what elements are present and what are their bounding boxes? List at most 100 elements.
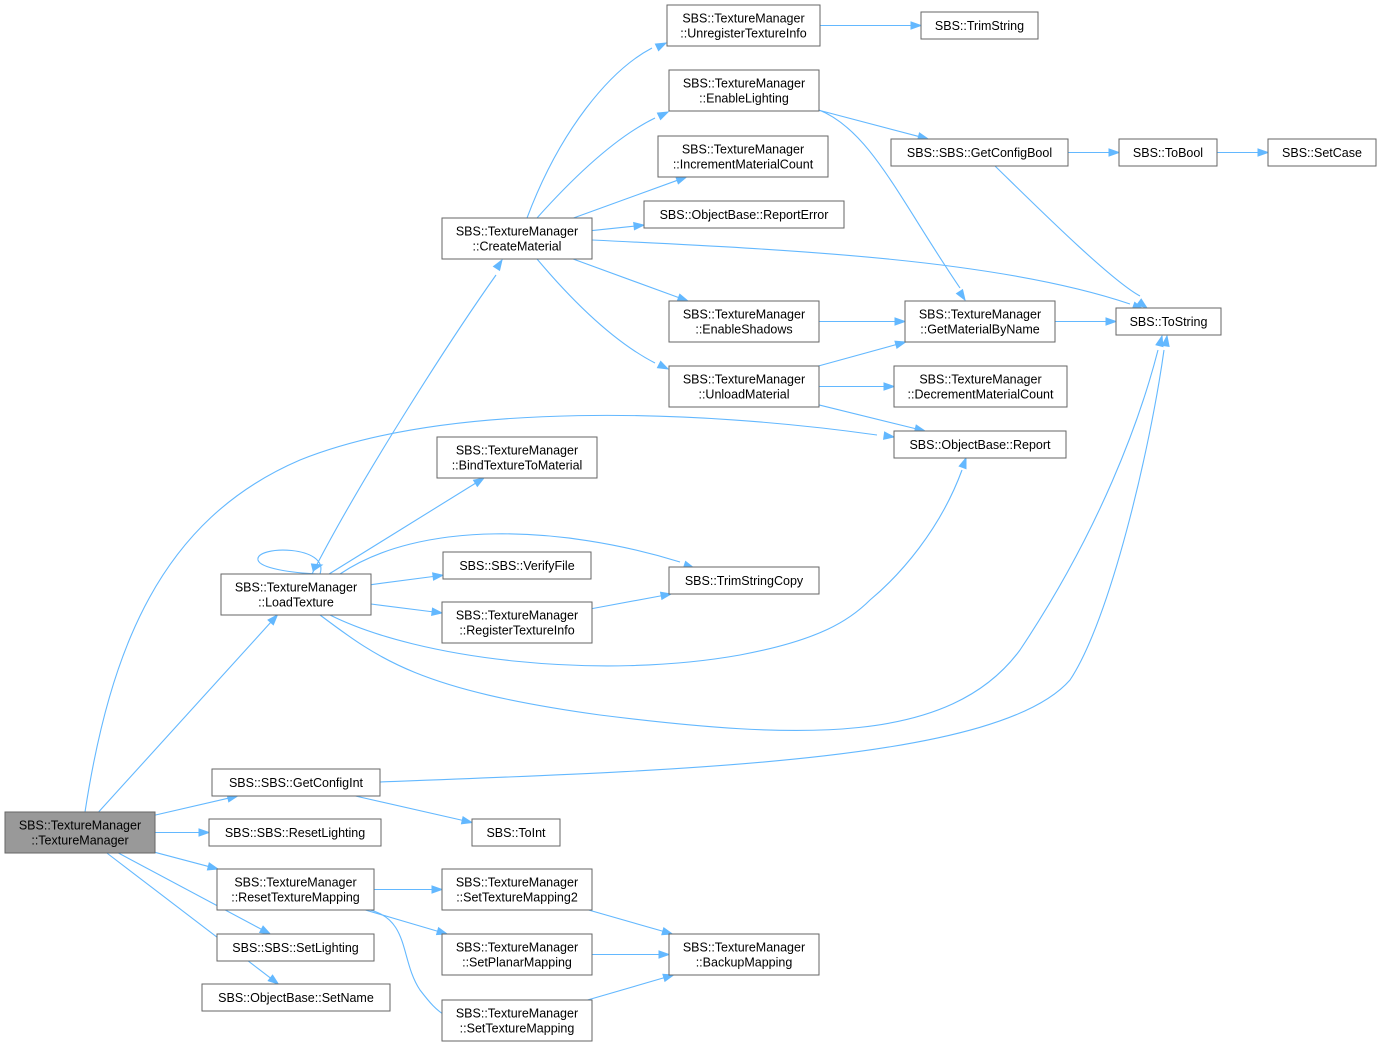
node-label: SBS::TextureManager — [682, 143, 804, 157]
edge-line — [818, 404, 917, 430]
node-box — [668, 365, 820, 408]
node-set-lighting[interactable]: SBS::SBS::SetLighting — [216, 933, 375, 962]
node-label: ::SetTextureMapping — [460, 1022, 575, 1036]
node-backup-mapping[interactable]: SBS::TextureManager::BackupMapping — [668, 933, 820, 976]
node-get-config-bool[interactable]: SBS::SBS::GetConfigBool — [890, 138, 1069, 167]
node-label: SBS::SBS::GetConfigBool — [907, 146, 1052, 160]
edge-line — [536, 258, 656, 364]
edge-load-texture-to-create-material — [311, 258, 503, 575]
node-to-int[interactable]: SBS::ToInt — [471, 818, 561, 847]
node-trim-string[interactable]: SBS::TrimString — [920, 11, 1039, 40]
node-label: ::SetPlanarMapping — [462, 956, 572, 970]
edge-line — [591, 239, 1131, 305]
node-label: SBS::ObjectBase::SetName — [218, 991, 374, 1005]
edge-arrowhead — [267, 974, 280, 985]
node-to-bool[interactable]: SBS::ToBool — [1118, 138, 1218, 167]
node-box — [657, 135, 829, 178]
node-label: SBS::SBS::ResetLighting — [225, 826, 365, 840]
edge-arrowhead — [633, 221, 646, 231]
node-label: SBS::TextureManager — [456, 1007, 578, 1021]
edge-line — [587, 976, 666, 1001]
node-set-texture-mapping2[interactable]: SBS::TextureManager::SetTextureMapping2 — [441, 868, 593, 911]
node-box — [442, 551, 592, 580]
edge-arrowhead — [258, 925, 272, 935]
edge-arrowhead — [1136, 298, 1149, 309]
node-register-texture-info[interactable]: SBS::TextureManager::RegisterTextureInfo — [441, 601, 593, 644]
call-graph-nodes: SBS::TextureManager::TextureManagerSBS::… — [4, 4, 1377, 1042]
edge-line — [591, 595, 663, 610]
node-box — [893, 365, 1068, 408]
node-box — [668, 566, 820, 595]
edge-load-texture-to-verify-file — [370, 572, 445, 586]
node-load-texture[interactable]: SBS::TextureManager::LoadTexture — [220, 573, 372, 616]
node-enable-lighting[interactable]: SBS::TextureManager::EnableLighting — [668, 69, 820, 112]
edge-arrowhead — [659, 591, 673, 601]
node-label: ::EnableShadows — [695, 323, 792, 337]
edge-arrowhead — [1105, 317, 1118, 326]
node-label: SBS::TextureManager — [456, 876, 578, 890]
node-set-name[interactable]: SBS::ObjectBase::SetName — [201, 983, 391, 1012]
edge-load-texture-to-register-texture-info — [370, 603, 444, 616]
edge-line — [818, 109, 920, 138]
node-increment-material-count[interactable]: SBS::TextureManager::IncrementMaterialCo… — [657, 135, 829, 178]
node-decrement-material-count[interactable]: SBS::TextureManager::DecrementMaterialCo… — [893, 365, 1068, 408]
node-root[interactable]: SBS::TextureManager::TextureManager — [4, 811, 156, 854]
node-label: SBS::TextureManager — [456, 609, 578, 623]
edge-line — [329, 469, 963, 667]
node-bind-texture-to-material[interactable]: SBS::TextureManager::BindTextureToMateri… — [436, 436, 598, 479]
node-get-material-by-name[interactable]: SBS::TextureManager::GetMaterialByName — [904, 300, 1056, 343]
edge-arrowhead — [658, 950, 671, 959]
edge-load-texture-to-load-texture — [257, 549, 324, 575]
node-label: SBS::SetCase — [1282, 146, 1362, 160]
node-set-texture-mapping[interactable]: SBS::TextureManager::SetTextureMapping — [441, 999, 593, 1042]
node-unload-material[interactable]: SBS::TextureManager::UnloadMaterial — [668, 365, 820, 408]
edge-arrowhead — [910, 21, 923, 30]
edge-unload-material-to-report — [818, 404, 927, 433]
node-to-string[interactable]: SBS::ToString — [1115, 307, 1222, 336]
edge-arrowhead — [1257, 148, 1270, 157]
node-label: SBS::ToInt — [486, 826, 546, 840]
node-box — [208, 818, 382, 847]
node-set-case[interactable]: SBS::SetCase — [1267, 138, 1377, 167]
edge-create-material-to-enable-shadows — [572, 258, 690, 302]
node-verify-file[interactable]: SBS::SBS::VerifyFile — [442, 551, 592, 580]
edge-load-texture-to-bind-texture-to-material — [328, 477, 486, 575]
node-set-planar-mapping[interactable]: SBS::TextureManager::SetPlanarMapping — [441, 933, 593, 976]
node-box — [441, 601, 593, 644]
edge-arrowhead — [676, 293, 690, 302]
edge-line — [573, 179, 679, 219]
node-get-config-int[interactable]: SBS::SBS::GetConfigInt — [211, 768, 381, 797]
node-label: SBS::TextureManager — [919, 308, 1041, 322]
node-label: ::GetMaterialByName — [920, 323, 1040, 337]
edge-unload-material-to-get-material-by-name — [818, 340, 907, 367]
node-reset-texture-mapping[interactable]: SBS::TextureManager::ResetTextureMapping — [216, 868, 375, 911]
node-box — [4, 811, 156, 854]
node-box — [890, 138, 1069, 167]
edge-line — [154, 851, 210, 868]
edge-line — [818, 343, 898, 367]
node-trim-string-copy[interactable]: SBS::TrimStringCopy — [668, 566, 820, 595]
edge-line — [588, 909, 664, 933]
node-reset-lighting[interactable]: SBS::SBS::ResetLighting — [208, 818, 382, 847]
edge-root-to-reset-lighting — [155, 828, 211, 837]
edge-create-material-to-enable-lighting — [536, 111, 670, 219]
node-box — [436, 436, 598, 479]
node-create-material[interactable]: SBS::TextureManager::CreateMaterial — [441, 217, 593, 260]
node-unregister-texture-info[interactable]: SBS::TextureManager::UnregisterTextureIn… — [666, 4, 821, 47]
node-enable-shadows[interactable]: SBS::TextureManager::EnableShadows — [668, 300, 820, 343]
node-box — [904, 300, 1056, 343]
node-label: ::BackupMapping — [696, 956, 793, 970]
node-label: ::BindTextureToMaterial — [452, 459, 583, 473]
node-label: SBS::ObjectBase::ReportError — [660, 208, 829, 222]
node-label: SBS::ObjectBase::Report — [909, 438, 1051, 452]
node-box — [668, 933, 820, 976]
node-report[interactable]: SBS::ObjectBase::Report — [893, 430, 1067, 459]
edge-create-material-to-unload-material — [536, 258, 670, 370]
edge-load-texture-to-to-string — [319, 334, 1164, 732]
edge-reset-texture-mapping-to-set-texture-mapping2 — [374, 885, 444, 894]
node-report-error[interactable]: SBS::ObjectBase::ReportError — [643, 200, 845, 229]
edge-arrowhead — [656, 360, 670, 370]
node-label: SBS::ToBool — [1133, 146, 1203, 160]
node-label: SBS::TextureManager — [683, 77, 805, 91]
